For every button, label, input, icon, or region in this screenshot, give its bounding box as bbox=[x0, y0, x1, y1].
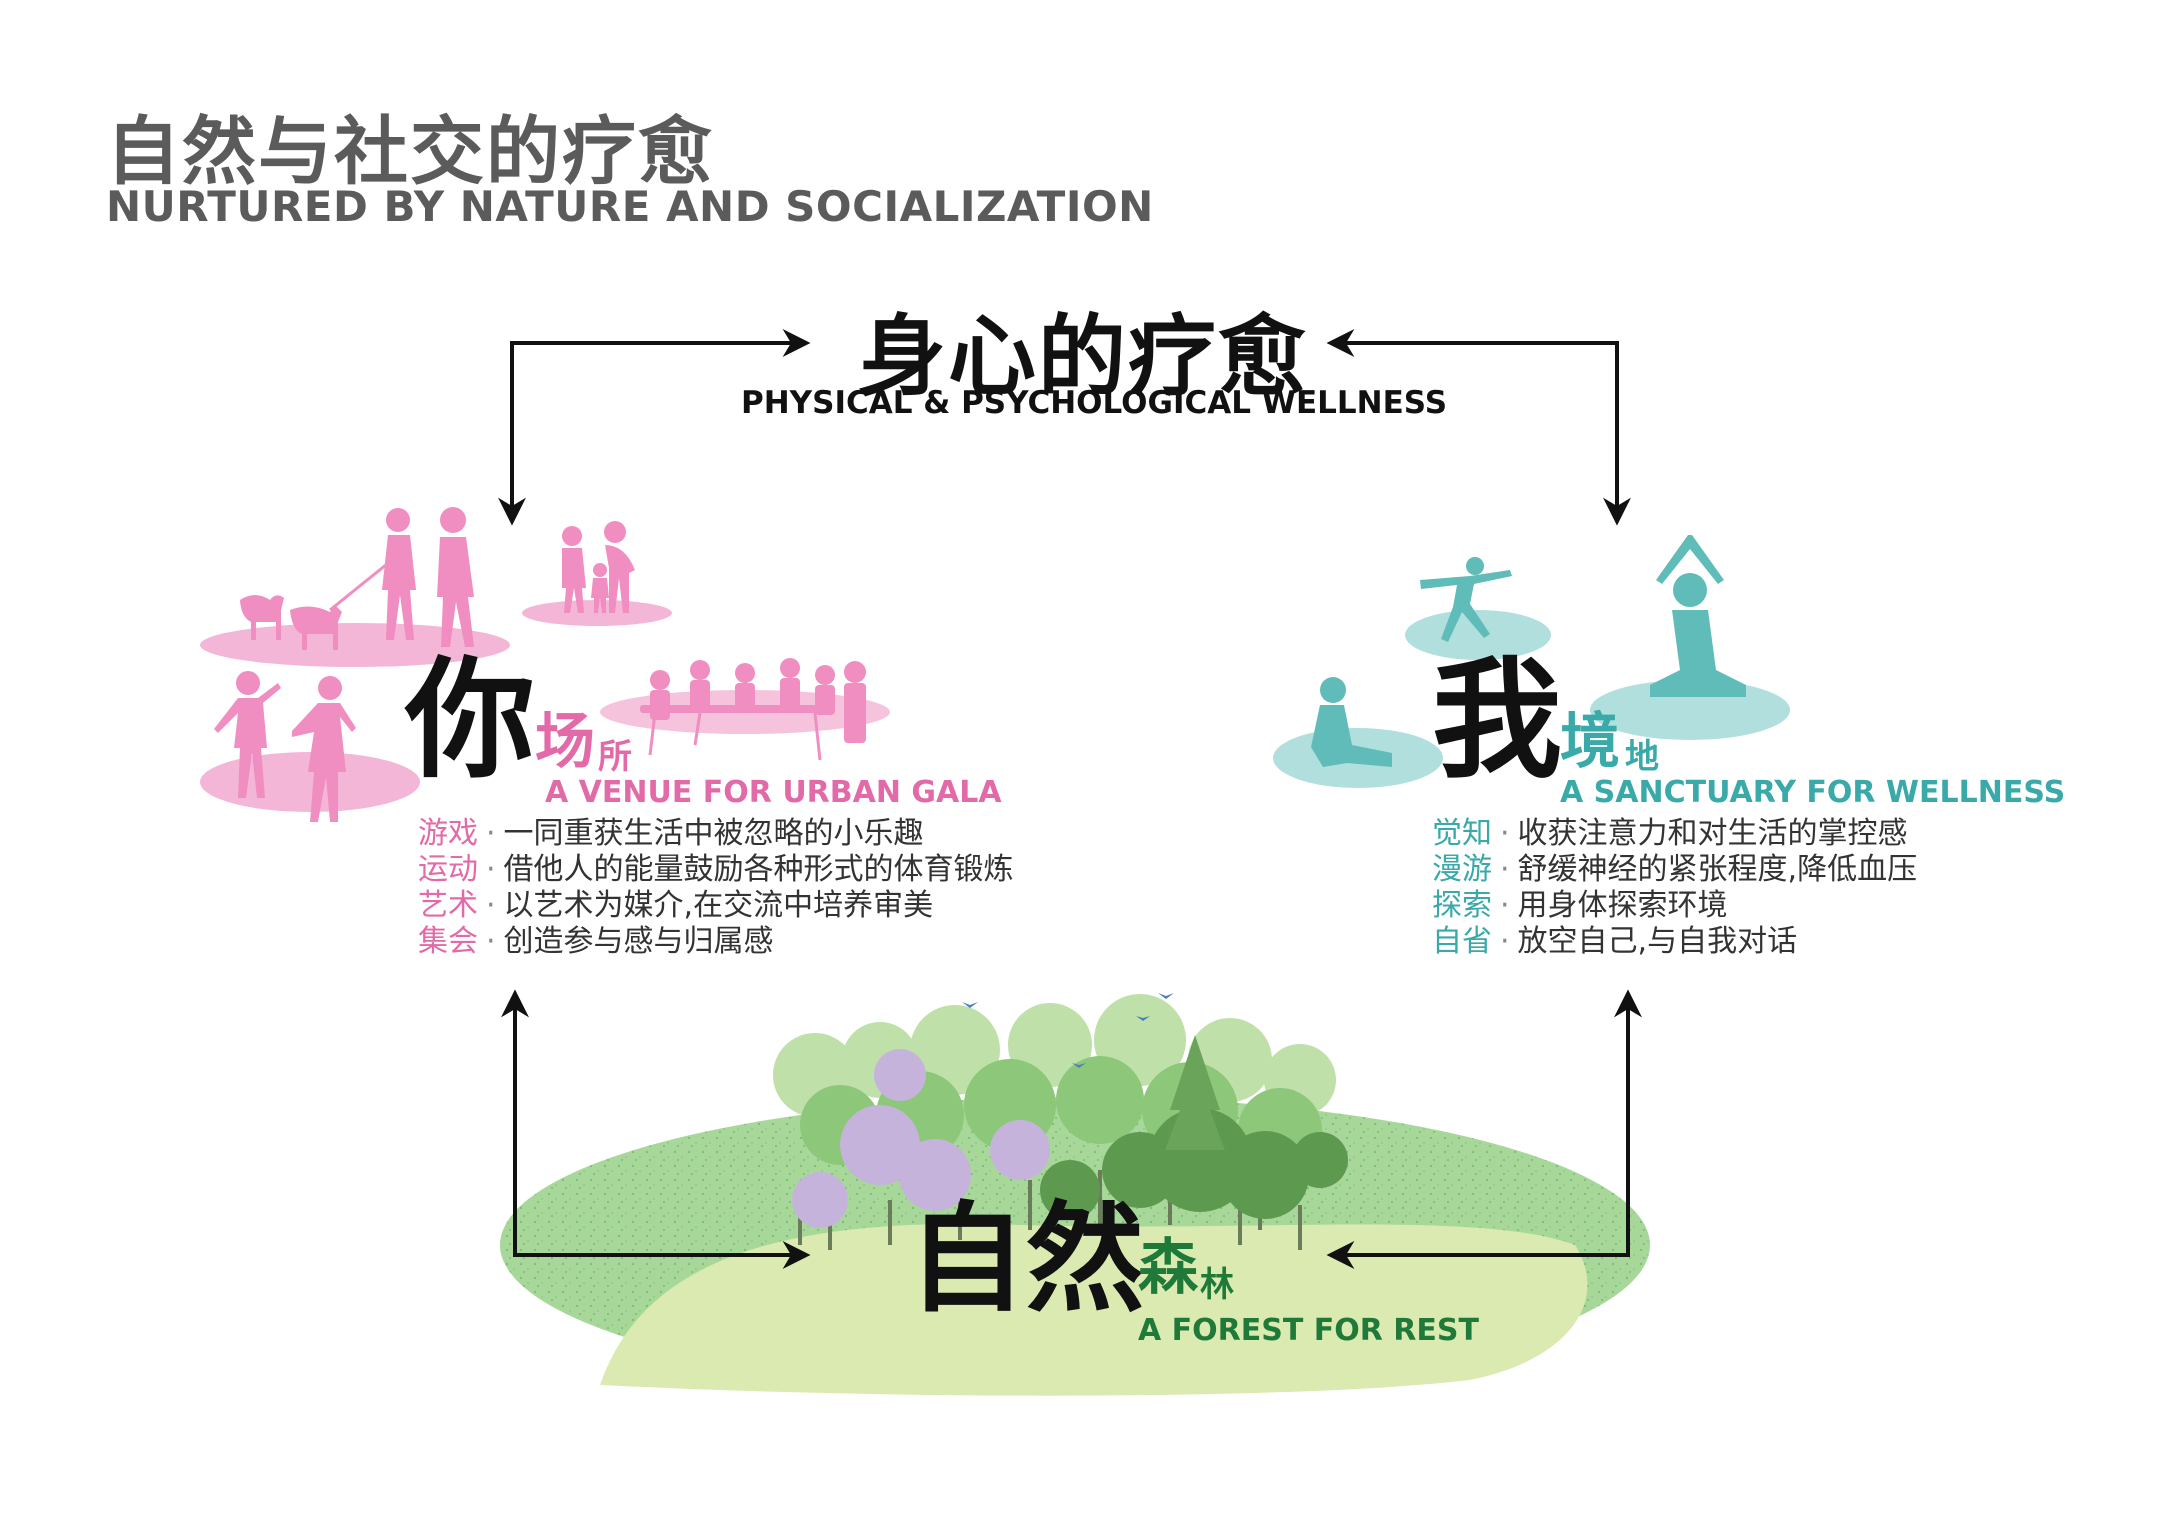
list-item: 觉知·收获注意力和对生活的掌控感 bbox=[1432, 816, 1908, 851]
forest-heading: 森 bbox=[1138, 1233, 1198, 1303]
urban-gala-illustration bbox=[200, 507, 890, 822]
venue-activity-list: 游戏·一同重获生活中被忽略的小乐趣 运动·借他人的能量鼓励各种形式的体育锻炼 艺… bbox=[418, 816, 1014, 960]
venue-heading: 场 bbox=[535, 707, 595, 777]
list-item: 运动·借他人的能量鼓励各种形式的体育锻炼 bbox=[418, 852, 1014, 887]
list-item: 游戏·一同重获生活中被忽略的小乐趣 bbox=[418, 816, 924, 851]
sanctuary-illustration bbox=[1273, 535, 1790, 788]
me-heading: 我 bbox=[1432, 644, 1563, 796]
page-title-en: NURTURED BY NATURE AND SOCIALIZATION bbox=[106, 182, 1154, 231]
wellness-title-cn: 身心的疗愈 bbox=[858, 305, 1309, 408]
sanctuary-heading-suffix: 地 bbox=[1625, 737, 1659, 777]
list-item: 漫游·舒缓神经的紧张程度,降低血压 bbox=[1432, 852, 1918, 887]
list-item: 自省·放空自己,与自我对话 bbox=[1432, 924, 1798, 959]
connector-arrows bbox=[498, 329, 1642, 1269]
sanctuary-heading: 境 bbox=[1560, 707, 1620, 777]
sanctuary-subtitle: A SANCTUARY FOR WELLNESS bbox=[1560, 775, 2066, 810]
forest-subtitle: A FOREST FOR REST bbox=[1138, 1313, 1479, 1348]
sanctuary-activity-list: 觉知·收获注意力和对生活的掌控感 漫游·舒缓神经的紧张程度,降低血压 探索·用身… bbox=[1432, 816, 1917, 960]
nature-heading: 自然 bbox=[908, 1190, 1145, 1328]
wellness-title-en: PHYSICAL & PSYCHOLOGICAL WELLNESS bbox=[741, 385, 1448, 421]
list-item: 探索·用身体探索环境 bbox=[1432, 888, 1728, 923]
forest-heading-suffix: 林 bbox=[1200, 1265, 1234, 1305]
venue-heading-suffix: 所 bbox=[598, 737, 632, 777]
you-heading: 你 bbox=[405, 644, 536, 796]
venue-subtitle: A VENUE FOR URBAN GALA bbox=[545, 775, 1002, 810]
list-item: 集会·创造参与感与归属感 bbox=[418, 924, 774, 959]
list-item: 艺术·以艺术为媒介,在交流中培养审美 bbox=[418, 888, 934, 923]
page-title-cn: 自然与社交的疗愈 bbox=[106, 109, 714, 195]
